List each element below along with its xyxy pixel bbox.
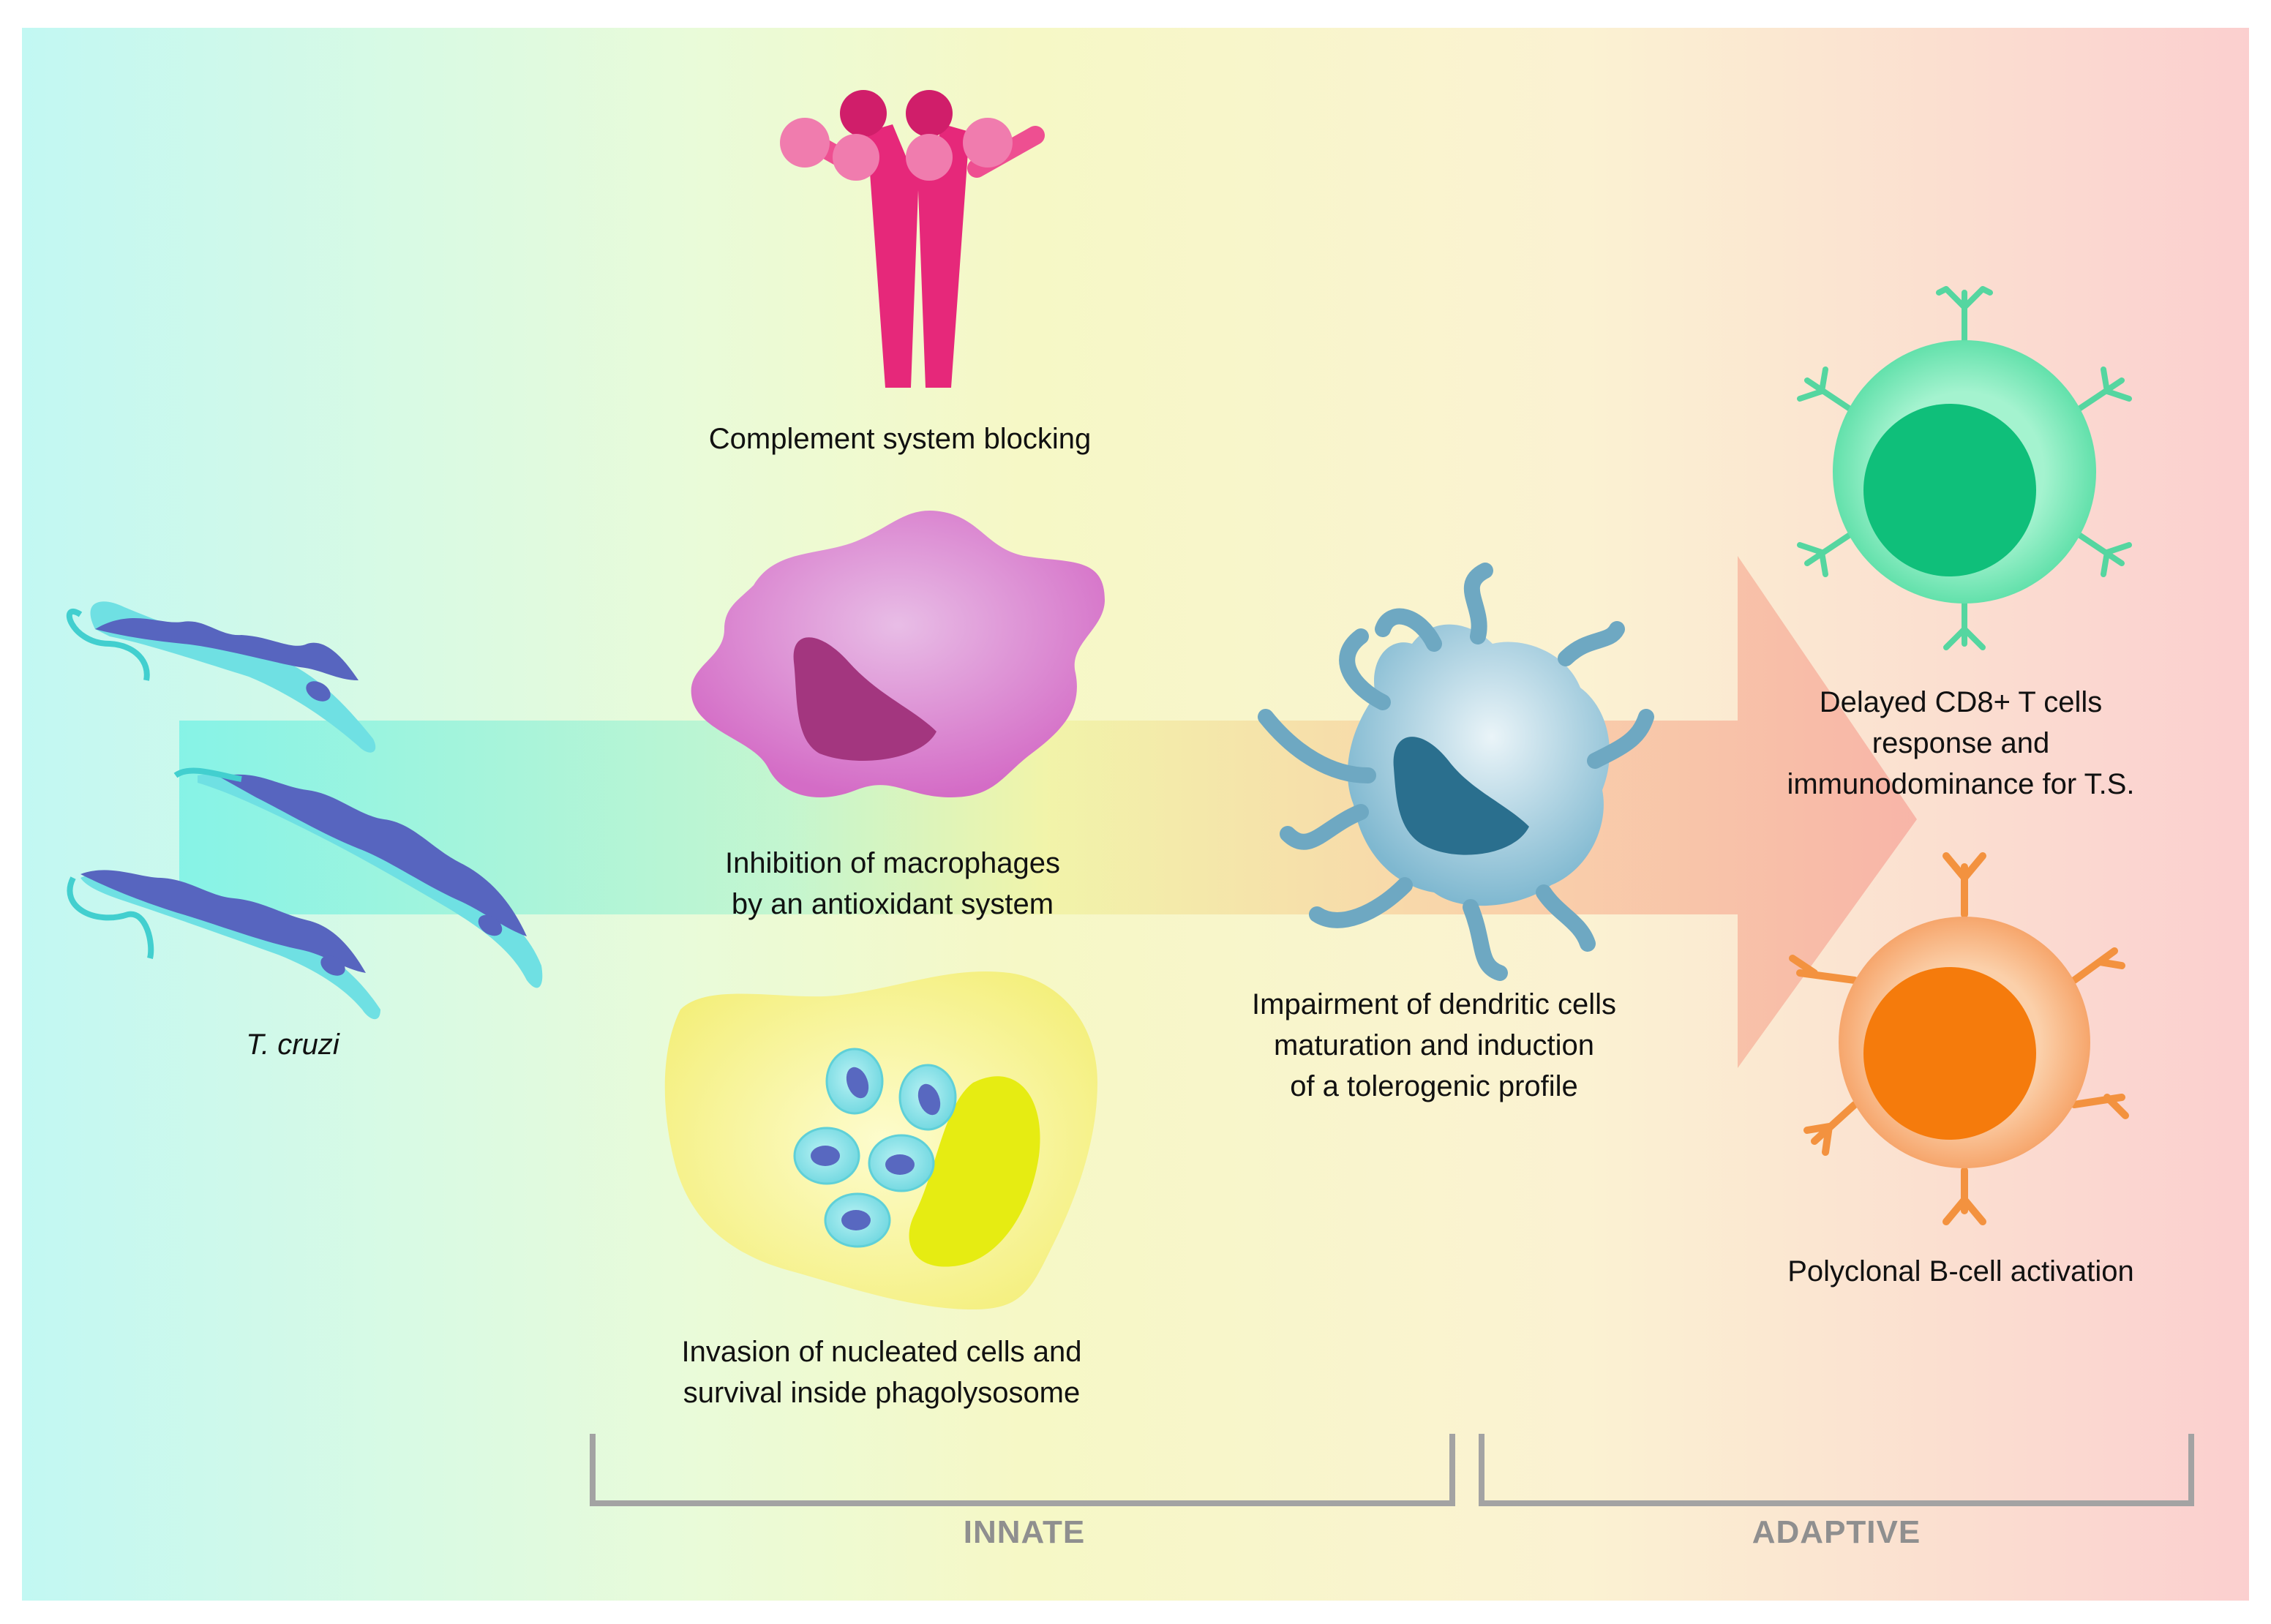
dendritic-cell-icon bbox=[1258, 563, 1654, 981]
infected-cell-icon bbox=[664, 971, 1097, 1309]
b-cell-icon bbox=[1789, 852, 2129, 1225]
innate-phase-label: INNATE bbox=[963, 1514, 1086, 1550]
complement-protein-icon bbox=[780, 90, 1045, 388]
innate-bracket bbox=[590, 1434, 1455, 1506]
complement-label: Complement system blocking bbox=[708, 423, 1092, 455]
t-cell-icon bbox=[1797, 286, 2132, 650]
trypanosome-icon bbox=[66, 601, 543, 1020]
bcell-label: Polyclonal B-cell activation bbox=[1787, 1255, 2134, 1287]
pathogen-label: T. cruzi bbox=[246, 1029, 339, 1061]
tcell-label: Delayed CD8+ T cells response and immuno… bbox=[1787, 686, 2135, 800]
macrophage-label: Inhibition of macrophages by an antioxid… bbox=[724, 847, 1061, 920]
adaptive-phase-label: ADAPTIVE bbox=[1752, 1514, 1921, 1550]
progression-arrow bbox=[179, 556, 1917, 1068]
dendritic-label: Impairment of dendritic cells maturation… bbox=[1252, 988, 1616, 1102]
invasion-label: Invasion of nucleated cells and survival… bbox=[681, 1336, 1082, 1409]
adaptive-bracket bbox=[1479, 1434, 2194, 1506]
macrophage-icon bbox=[691, 511, 1105, 797]
